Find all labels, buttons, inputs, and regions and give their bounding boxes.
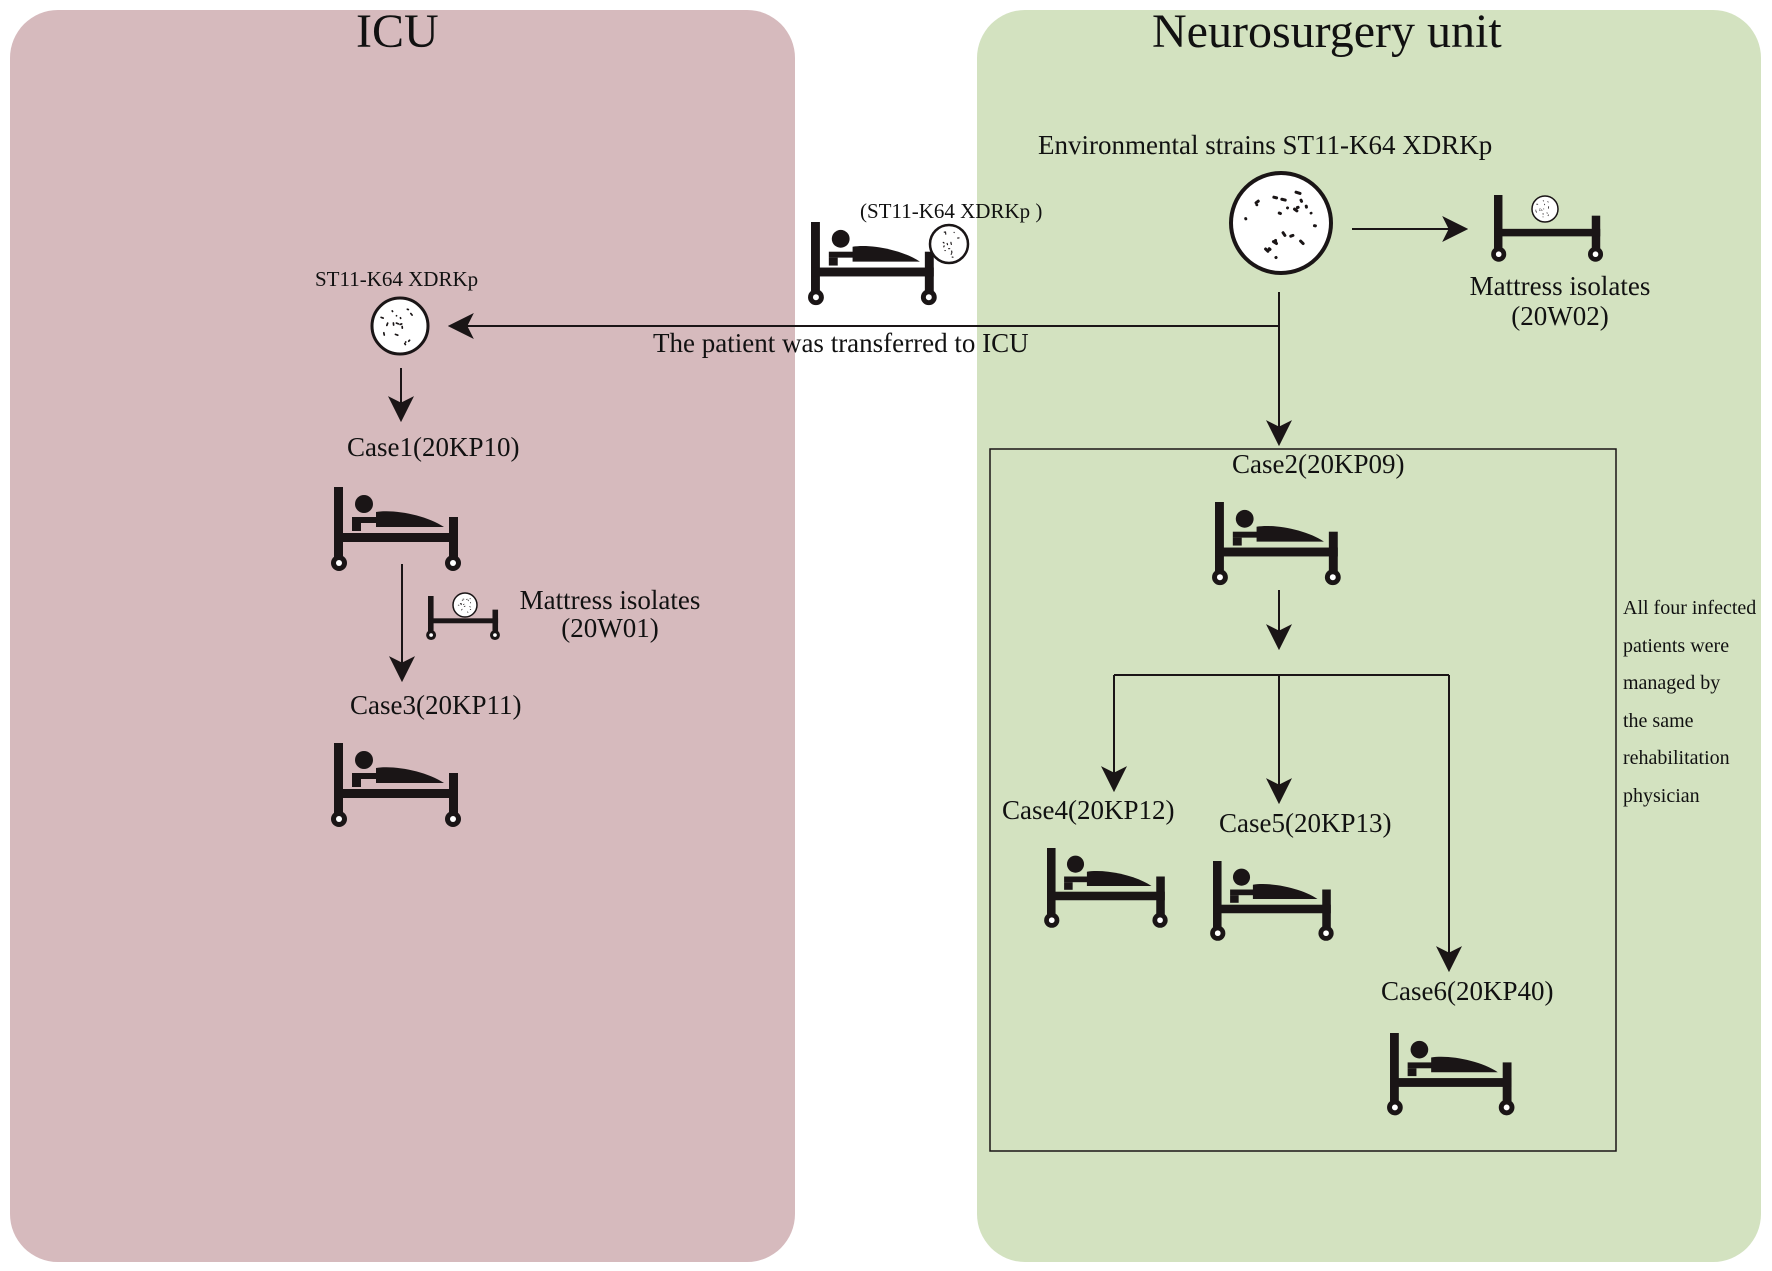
icu-strain-label: ST11-K64 XDRKp [315, 267, 479, 291]
case4-label: Case4(20KP12) [1002, 795, 1175, 825]
case6-label: Case6(20KP40) [1381, 976, 1554, 1006]
patient-bed-icon [1210, 861, 1334, 941]
empty-bed-icon [1491, 195, 1604, 262]
icu-mattress-label: Mattress isolates [519, 585, 701, 615]
note-line: rehabilitation [1623, 747, 1730, 769]
patient-bed-icon [1212, 502, 1341, 586]
patient-bed-icon [808, 222, 937, 306]
transfer-strain-label: (ST11-K64 XDRKp ) [860, 199, 1043, 223]
patient-bed-icon [1387, 1033, 1515, 1116]
neuro-mattress-label: Mattress isolates [1469, 271, 1651, 301]
icu-mattress-code: (20W01) [561, 613, 659, 643]
neurosurgery-panel [977, 10, 1761, 1262]
cases-box [989, 448, 1617, 1152]
note-line: the same [1623, 709, 1694, 732]
environmental-strain-label: Environmental strains ST11-K64 XDRKp [1038, 130, 1493, 160]
petri-dish-icon [452, 592, 478, 618]
petri-dish-icon [370, 296, 430, 356]
patient-bed-icon [1044, 848, 1168, 928]
empty-bed-icon [426, 596, 500, 641]
case3-label: Case3(20KP11) [350, 690, 522, 720]
patient-bed-icon [331, 743, 461, 827]
neurosurgery-title: Neurosurgery unit [1152, 5, 1502, 58]
case1-label: Case1(20KP10) [347, 432, 520, 462]
icu-title: ICU [356, 5, 439, 58]
patient-bed-icon [331, 487, 461, 571]
rehabilitation-note: All four infected patients were managed … [1623, 590, 1756, 815]
case5-label: Case5(20KP13) [1219, 808, 1392, 838]
neuro-mattress-code: (20W02) [1511, 301, 1609, 331]
note-line: All four infected [1623, 597, 1757, 619]
petri-dish-icon [1531, 195, 1559, 223]
case2-label: Case2(20KP09) [1232, 449, 1405, 479]
note-line: patients were [1623, 634, 1730, 657]
transfer-label: The patient was transferred to ICU [653, 328, 1029, 358]
note-line: managed by [1623, 672, 1721, 694]
petri-dish-icon [928, 223, 970, 265]
petri-dish-icon [1229, 171, 1333, 275]
note-line: physician [1623, 784, 1700, 807]
